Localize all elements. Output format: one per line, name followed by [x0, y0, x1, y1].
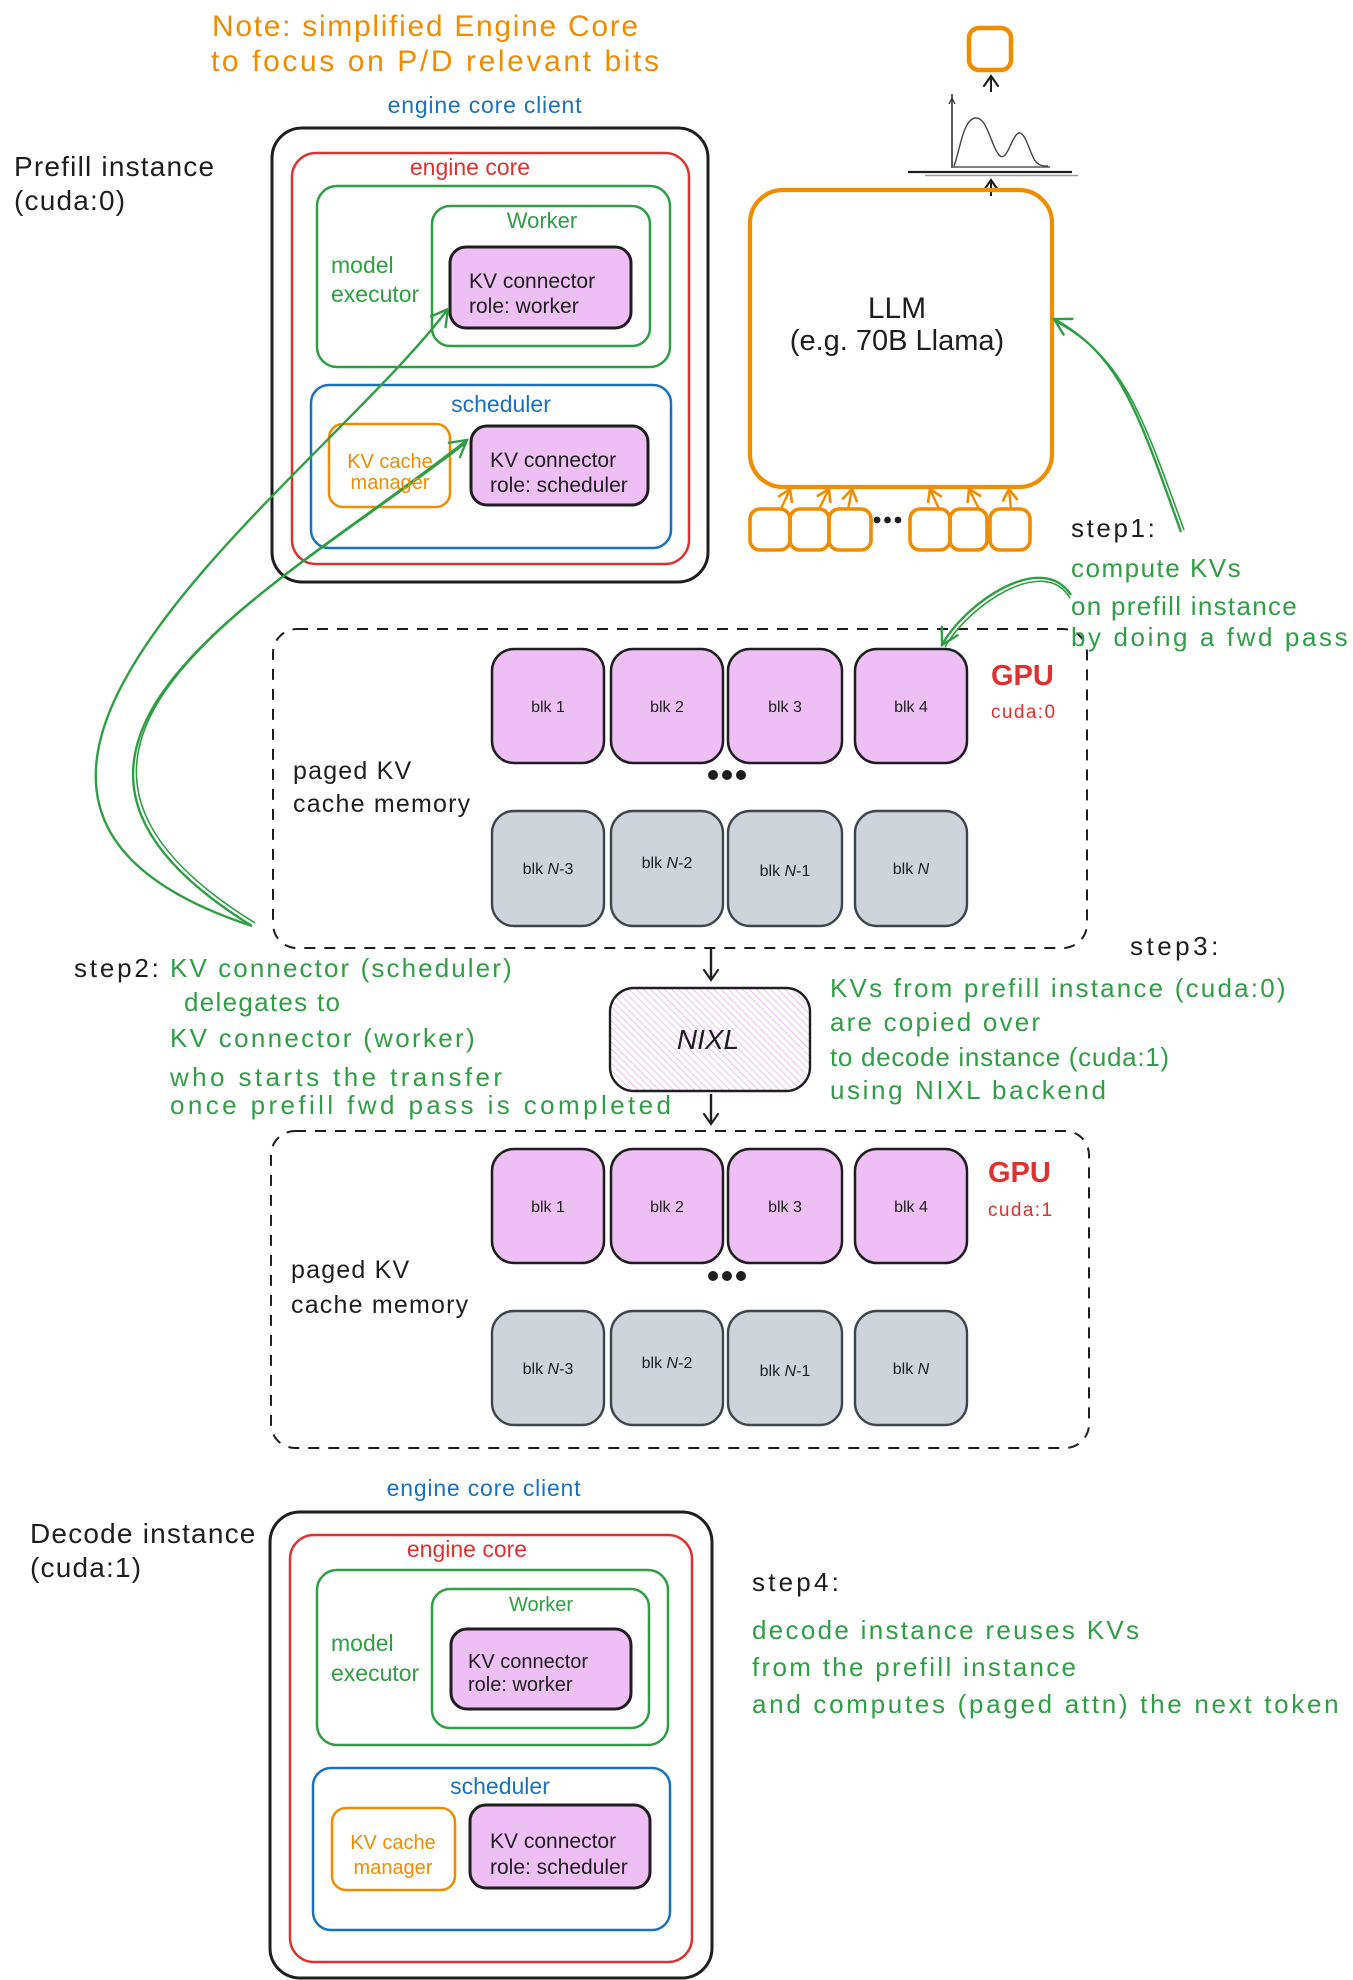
svg-text:blk 3: blk 3	[768, 1199, 802, 1216]
svg-text:(cuda:0): (cuda:0)	[14, 185, 126, 216]
svg-text:KV connector (worker): KV connector (worker)	[170, 1023, 477, 1053]
svg-text:executor: executor	[331, 1660, 420, 1686]
svg-text:from the prefill instance: from the prefill instance	[752, 1652, 1078, 1682]
svg-text:role: worker: role: worker	[468, 1674, 573, 1696]
svg-text:model: model	[331, 252, 394, 278]
svg-text:paged KV: paged KV	[291, 1256, 410, 1284]
svg-text:role: scheduler: role: scheduler	[490, 1856, 628, 1879]
svg-text:blk 1: blk 1	[531, 1199, 565, 1216]
svg-text:scheduler: scheduler	[450, 1773, 550, 1799]
svg-text:using NIXL backend: using NIXL backend	[830, 1075, 1109, 1105]
svg-text:KV connector (scheduler): KV connector (scheduler)	[170, 953, 514, 983]
svg-text:role: scheduler: role: scheduler	[490, 474, 628, 497]
svg-text:KV cache: KV cache	[350, 1832, 436, 1854]
svg-text:cache memory: cache memory	[291, 1291, 469, 1319]
svg-text:cuda:1: cuda:1	[988, 1200, 1053, 1221]
svg-text:engine core client: engine core client	[387, 1475, 582, 1501]
svg-text:cuda:0: cuda:0	[991, 702, 1056, 723]
svg-text:blk N: blk N	[893, 861, 930, 878]
svg-text:(e.g. 70B Llama): (e.g. 70B Llama)	[790, 325, 1004, 357]
svg-text:blk N: blk N	[893, 1361, 930, 1378]
svg-text:Note: simplified Engine Core: Note: simplified Engine Core	[212, 10, 640, 43]
svg-text:blk N-1: blk N-1	[760, 1363, 811, 1380]
svg-text:blk 1: blk 1	[531, 699, 565, 716]
svg-text:Decode instance: Decode instance	[30, 1518, 257, 1549]
svg-text:by doing a fwd pass: by doing a fwd pass	[1071, 622, 1350, 652]
svg-text:are copied over: are copied over	[830, 1007, 1042, 1037]
svg-text:Prefill instance: Prefill instance	[14, 151, 215, 182]
svg-text:KV connector: KV connector	[490, 1830, 616, 1853]
svg-text:blk 4: blk 4	[894, 1199, 928, 1216]
svg-text:GPU: GPU	[991, 660, 1054, 692]
svg-text:step3:: step3:	[1130, 931, 1222, 961]
svg-text:who starts the transfer: who starts the transfer	[169, 1062, 505, 1092]
svg-text:executor: executor	[331, 281, 420, 307]
svg-text:Worker: Worker	[507, 208, 578, 233]
svg-text:NIXL: NIXL	[677, 1024, 739, 1055]
svg-text:and computes (paged attn) the: and computes (paged attn) the next token	[752, 1689, 1341, 1719]
svg-text:delegates to: delegates to	[184, 987, 341, 1017]
svg-text:engine core client: engine core client	[388, 92, 583, 118]
svg-text:KV connector: KV connector	[469, 270, 595, 293]
svg-text:step4:: step4:	[752, 1567, 842, 1597]
svg-text:compute KVs: compute KVs	[1071, 553, 1242, 583]
svg-text:engine core: engine core	[407, 1536, 527, 1562]
svg-text:paged KV: paged KV	[293, 757, 412, 785]
svg-text:once prefill fwd pass is compl: once prefill fwd pass is completed	[170, 1090, 674, 1120]
svg-text:engine core: engine core	[410, 154, 530, 180]
svg-text:blk N-2: blk N-2	[642, 855, 693, 872]
svg-text:KVs from prefill instance (cud: KVs from prefill instance (cuda:0)	[830, 973, 1288, 1003]
svg-text:blk 2: blk 2	[650, 699, 684, 716]
svg-text:blk N-1: blk N-1	[760, 863, 811, 880]
svg-text:manager: manager	[354, 1857, 433, 1879]
svg-text:Worker: Worker	[509, 1594, 573, 1616]
svg-text:KV connector: KV connector	[468, 1651, 588, 1673]
svg-text:to decode instance (cuda:1): to decode instance (cuda:1)	[830, 1042, 1170, 1072]
svg-text:role: worker: role: worker	[469, 295, 579, 318]
svg-text:step2:: step2:	[74, 953, 162, 983]
svg-text:on prefill instance: on prefill instance	[1071, 591, 1298, 621]
svg-text:blk N-3: blk N-3	[523, 861, 574, 878]
svg-text:blk 3: blk 3	[768, 699, 802, 716]
svg-text:decode instance reuses KVs: decode instance reuses KVs	[752, 1615, 1141, 1645]
svg-text:(cuda:1): (cuda:1)	[30, 1552, 142, 1583]
svg-text:manager: manager	[351, 472, 430, 494]
svg-text:model: model	[331, 1630, 394, 1656]
svg-text:LLM: LLM	[868, 292, 926, 325]
svg-text:KV cache: KV cache	[347, 451, 433, 473]
svg-text:blk 2: blk 2	[650, 1199, 684, 1216]
svg-text:KV connector: KV connector	[490, 449, 616, 472]
svg-text:scheduler: scheduler	[451, 391, 551, 417]
svg-text:to focus on P/D relevant bits: to focus on P/D relevant bits	[211, 45, 662, 78]
svg-text:step1:: step1:	[1071, 513, 1157, 543]
svg-text:GPU: GPU	[988, 1157, 1051, 1189]
svg-text:blk N-3: blk N-3	[523, 1361, 574, 1378]
svg-text:blk N-2: blk N-2	[642, 1355, 693, 1372]
svg-text:cache memory: cache memory	[293, 790, 471, 818]
svg-text:blk 4: blk 4	[894, 699, 928, 716]
